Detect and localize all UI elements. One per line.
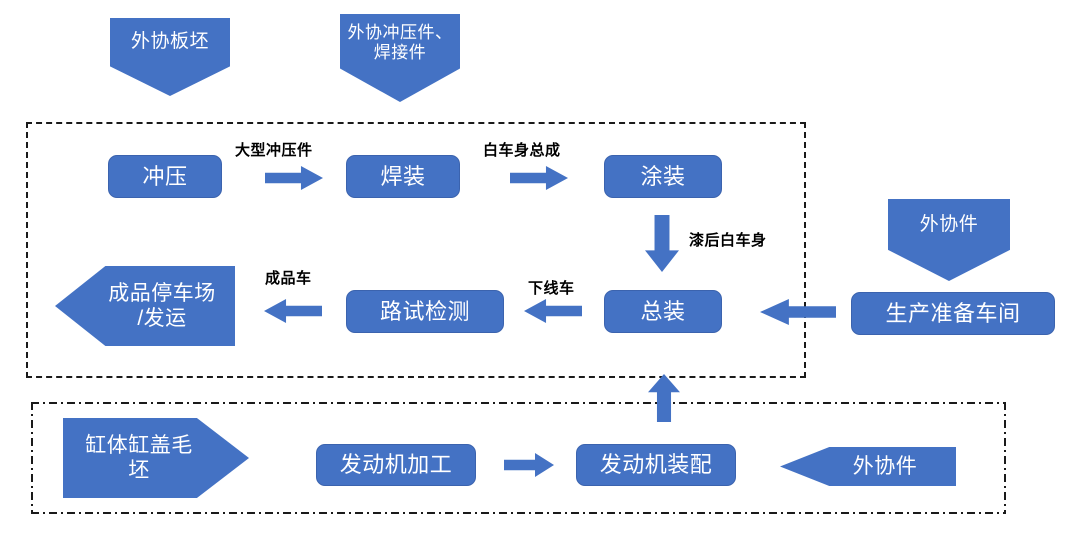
process-node-hanzhuang[interactable]: 焊装 (346, 155, 460, 198)
input-node-waixiejian-right[interactable]: 外协件 (888, 199, 1010, 281)
process-node-shengchan-zhunbei-chejian[interactable]: 生产准备车间 (851, 292, 1055, 335)
input-node-waixie-banpi[interactable]: 外协板坯 (110, 18, 230, 96)
edge-label-qihou-bai-cheshen: 漆后白车身 (689, 232, 767, 249)
edge-label-daxing-chongyajian: 大型冲压件 (235, 142, 313, 159)
process-node-tuzhuang[interactable]: 涂装 (604, 155, 722, 198)
process-node-fadongji-zhuangpei[interactable]: 发动机装配 (576, 444, 736, 486)
edge-label-chengpinche: 成品车 (265, 270, 312, 287)
process-node-lushi-jiance[interactable]: 路试检测 (346, 290, 504, 333)
process-node-zongzhuang[interactable]: 总装 (604, 290, 722, 333)
input-node-waixie-chongyajian-hanjiejian[interactable]: 外协冲压件、 焊接件 (340, 14, 460, 102)
edge-label-xiaxianche: 下线车 (528, 280, 575, 297)
process-node-chongya[interactable]: 冲压 (108, 155, 222, 198)
group-vehicle-assembly-plant (26, 122, 806, 378)
process-node-fadongji-jiagong[interactable]: 发动机加工 (316, 444, 476, 486)
edge-label-bai-cheshen-zongcheng: 白车身总成 (483, 142, 561, 159)
